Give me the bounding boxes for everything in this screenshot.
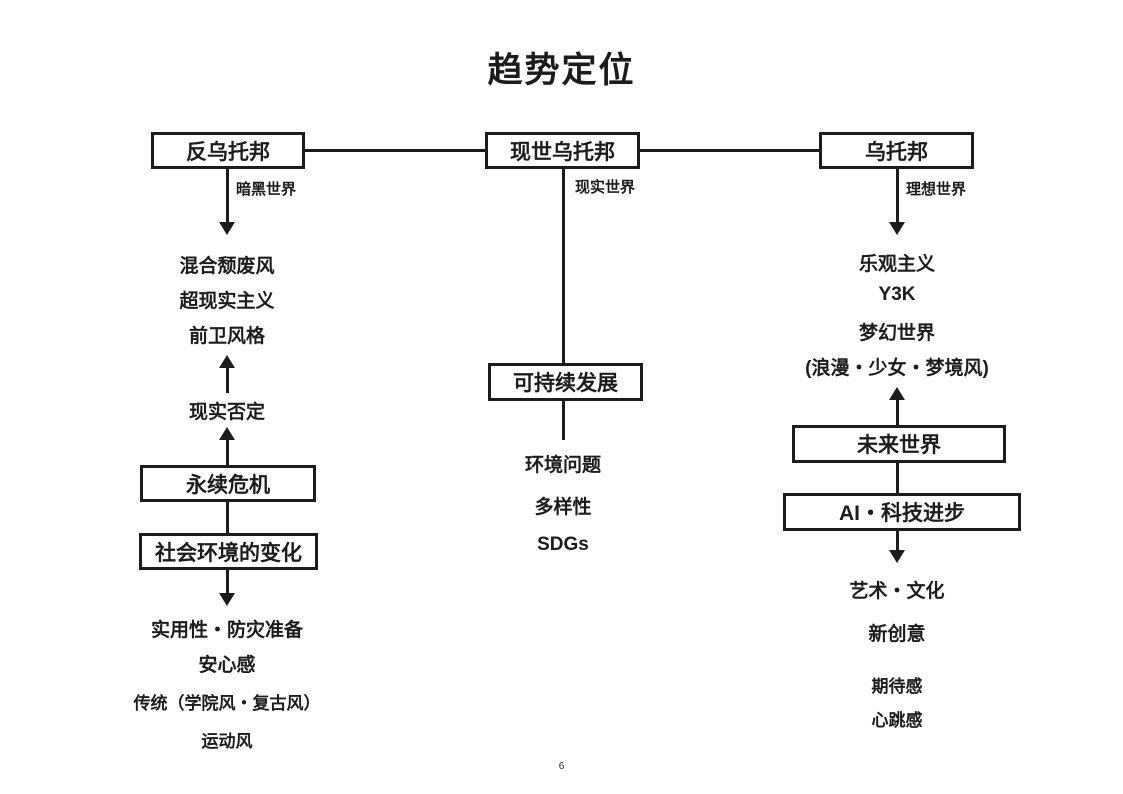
right-mood-item: 梦幻世界 xyxy=(858,323,936,344)
box-future-world: 未来世界 xyxy=(792,425,1006,463)
left-style-item: 超现实主义 xyxy=(179,291,275,312)
left-style-item: 混合颓废风 xyxy=(179,256,275,277)
sublabel-real-world: 现实世界 xyxy=(575,179,636,196)
right-outcome-item-small: 期待感 xyxy=(871,677,923,696)
connector-present-utopia xyxy=(639,149,820,152)
middle-topic-item: 环境问题 xyxy=(524,455,602,476)
connector-dystopia-present xyxy=(304,149,486,152)
page-number: 6 xyxy=(558,761,565,772)
connector-line xyxy=(896,398,899,425)
arrow-down-icon xyxy=(219,593,235,606)
connector-line xyxy=(226,570,229,594)
right-mood-item: Y3K xyxy=(878,284,916,305)
right-mood-item: (浪漫・少女・梦境风) xyxy=(805,358,989,379)
sublabel-dark-world: 暗黑世界 xyxy=(236,181,297,198)
right-outcome-item: 艺术・文化 xyxy=(849,581,945,602)
connector-line xyxy=(562,401,565,440)
right-mood-item: 乐观主义 xyxy=(858,254,936,275)
connector-line xyxy=(896,168,899,223)
right-outcome-item-small: 心跳感 xyxy=(871,711,923,730)
reality-denial-label: 现实否定 xyxy=(188,402,266,423)
arrow-down-icon xyxy=(219,222,235,235)
connector-line xyxy=(226,502,229,533)
sublabel-ideal-world: 理想世界 xyxy=(906,181,967,198)
box-ai-tech: AI・科技进步 xyxy=(783,493,1021,531)
connector-line xyxy=(896,463,899,493)
middle-topic-item: SDGs xyxy=(537,534,589,555)
left-need-item: 实用性・防灾准备 xyxy=(150,620,304,641)
left-need-item-small: 运动风 xyxy=(201,732,253,751)
right-outcome-item: 新创意 xyxy=(868,624,926,645)
connector-line xyxy=(226,438,229,465)
page-title: 趋势定位 xyxy=(487,51,636,90)
left-need-item: 安心感 xyxy=(198,655,256,676)
arrow-up-icon xyxy=(219,355,235,368)
arrow-down-icon xyxy=(889,222,905,235)
box-utopia: 乌托邦 xyxy=(819,132,974,169)
left-need-item-small: 传统（学院风・复古风） xyxy=(133,694,321,713)
connector-line xyxy=(226,366,229,393)
arrow-up-icon xyxy=(219,427,235,440)
left-style-item: 前卫风格 xyxy=(188,326,266,347)
box-sustainability: 可持续发展 xyxy=(488,363,643,401)
arrow-down-icon xyxy=(889,550,905,563)
box-dystopia: 反乌托邦 xyxy=(151,132,305,169)
box-perpetual-crisis: 永续危机 xyxy=(140,465,316,502)
arrow-up-icon xyxy=(889,387,905,400)
connector-line xyxy=(562,169,565,363)
connector-line xyxy=(896,531,899,551)
box-present-utopia: 现世乌托邦 xyxy=(485,132,640,169)
box-social-change: 社会环境的变化 xyxy=(139,533,318,570)
connector-line xyxy=(226,168,229,223)
middle-topic-item: 多样性 xyxy=(534,497,592,518)
